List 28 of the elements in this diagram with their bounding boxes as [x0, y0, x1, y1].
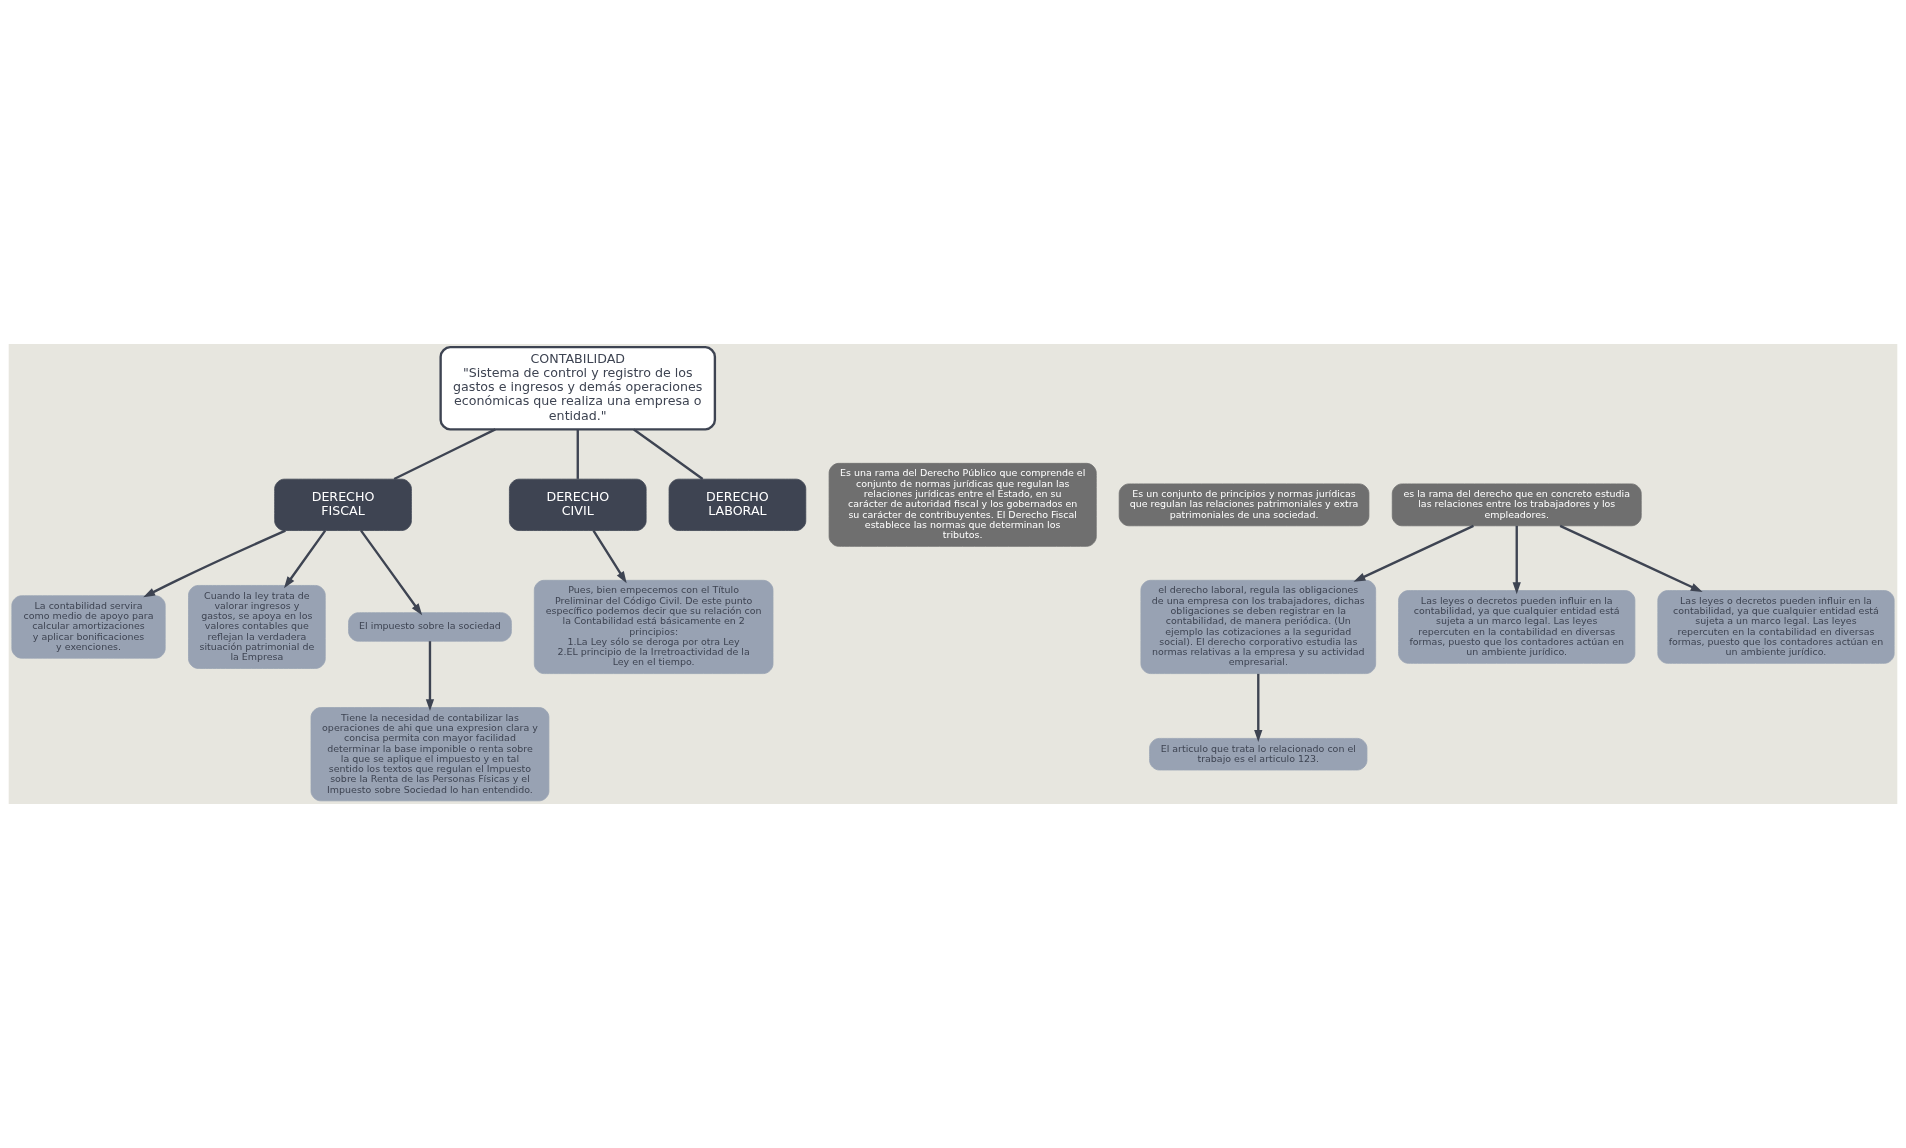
node-box: El articulo que trata lo relacionado con el trabajo es el articulo 123.: [1149, 738, 1368, 771]
node-box: CONTABILIDAD "Sistema de control y registro de los gastos e ingresos y demás operaciones económicas que realiza una empresa o entidad.": [439, 345, 717, 431]
node-box: El impuesto sobre la sociedad: [348, 612, 512, 642]
node-box: Cuando la ley trata de valorar ingresos y gastos, se apoya en los valores contables que reflejan la verdadera situación patrimonial de la Empresa: [188, 585, 326, 669]
arrow: [283, 529, 327, 589]
arrow: [360, 529, 423, 616]
node-box: DERECHO CIVIL: [509, 478, 647, 531]
arrow: [425, 641, 435, 712]
node-box: Tiene la necesidad de contabilizar las operaciones de ahi que una expresion clara y concisa permita con mayor facilidad determinar la base imponible o renta sobre la que se aplique el impuesto y en tal sentido los textos que regulan el Impuesto sobre la Renta de las Personas Físicas y el Impuesto sobre Sociedad lo han entendido.: [310, 707, 550, 802]
connector: [633, 428, 704, 480]
node-box: es la rama del derecho que en concreto estudia las relaciones entre los trabajadores y los empleadores.: [1391, 483, 1642, 527]
node-box: DERECHO FISCAL: [274, 478, 412, 531]
node-box: DERECHO LABORAL: [668, 478, 807, 531]
arrow: [1512, 525, 1521, 595]
node-box: Pues, bien empecemos con el Título Preliminar del Código Civil. De este punto específico podemos decir que su relación con la Contabilidad está básicamente en 2 principios: 1.La Ley sólo se deroga por otra Ley 2.EL principio de la Irretroactividad de la Ley en el tiempo.: [533, 579, 774, 674]
node-box: Es una rama del Derecho Público que comprende el conjunto de normas jurídicas que regulan las relaciones jurídicas entre el Estado, en su carácter de autoridad fiscal y los gobernados en su carácter de contribuyentes. El Derecho Fiscal establece las normas que determinan los tributos.: [828, 462, 1097, 547]
arrow: [143, 529, 286, 598]
node-box: el derecho laboral, regula las obligaciones de una empresa con los trabajadores, dichas obligaciones se deben registrar en la contabilidad, de manera periódica. (Un ejemplo las cotizaciones a la seguridad social). El derecho corporativo estudia las normas relativas a la empresa y su actividad empresarial.: [1140, 579, 1377, 674]
arrow: [1353, 524, 1474, 582]
arrow: [1254, 673, 1263, 742]
connector: [576, 429, 579, 479]
arrow: [1559, 524, 1703, 593]
node-box: Las leyes o decretos pueden influir en la contabilidad, ya que cualquier entidad está sujeta a un marco legal. Las leyes repercuten en la contabilidad en diversas formas, puesto que los contadores actúan en un ambiente jurídico.: [1398, 590, 1636, 664]
arrow: [592, 529, 627, 584]
node-box: La contabilidad servira como medio de apoyo para calcular amortizaciones y aplicar bonificaciones y exenciones.: [11, 595, 166, 659]
node-box: Las leyes o decretos pueden influir en la contabilidad, ya que cualquier entidad está sujeta a un marco legal. Las leyes repercuten en la contabilidad en diversas formas, puesto que los contadores actúan en un ambiente jurídico.: [1657, 590, 1895, 664]
connector: [393, 428, 496, 481]
node-box: Es un conjunto de principios y normas jurídicas que regulan las relaciones patrimoniales y extra patrimoniales de una sociedad.: [1118, 483, 1370, 527]
